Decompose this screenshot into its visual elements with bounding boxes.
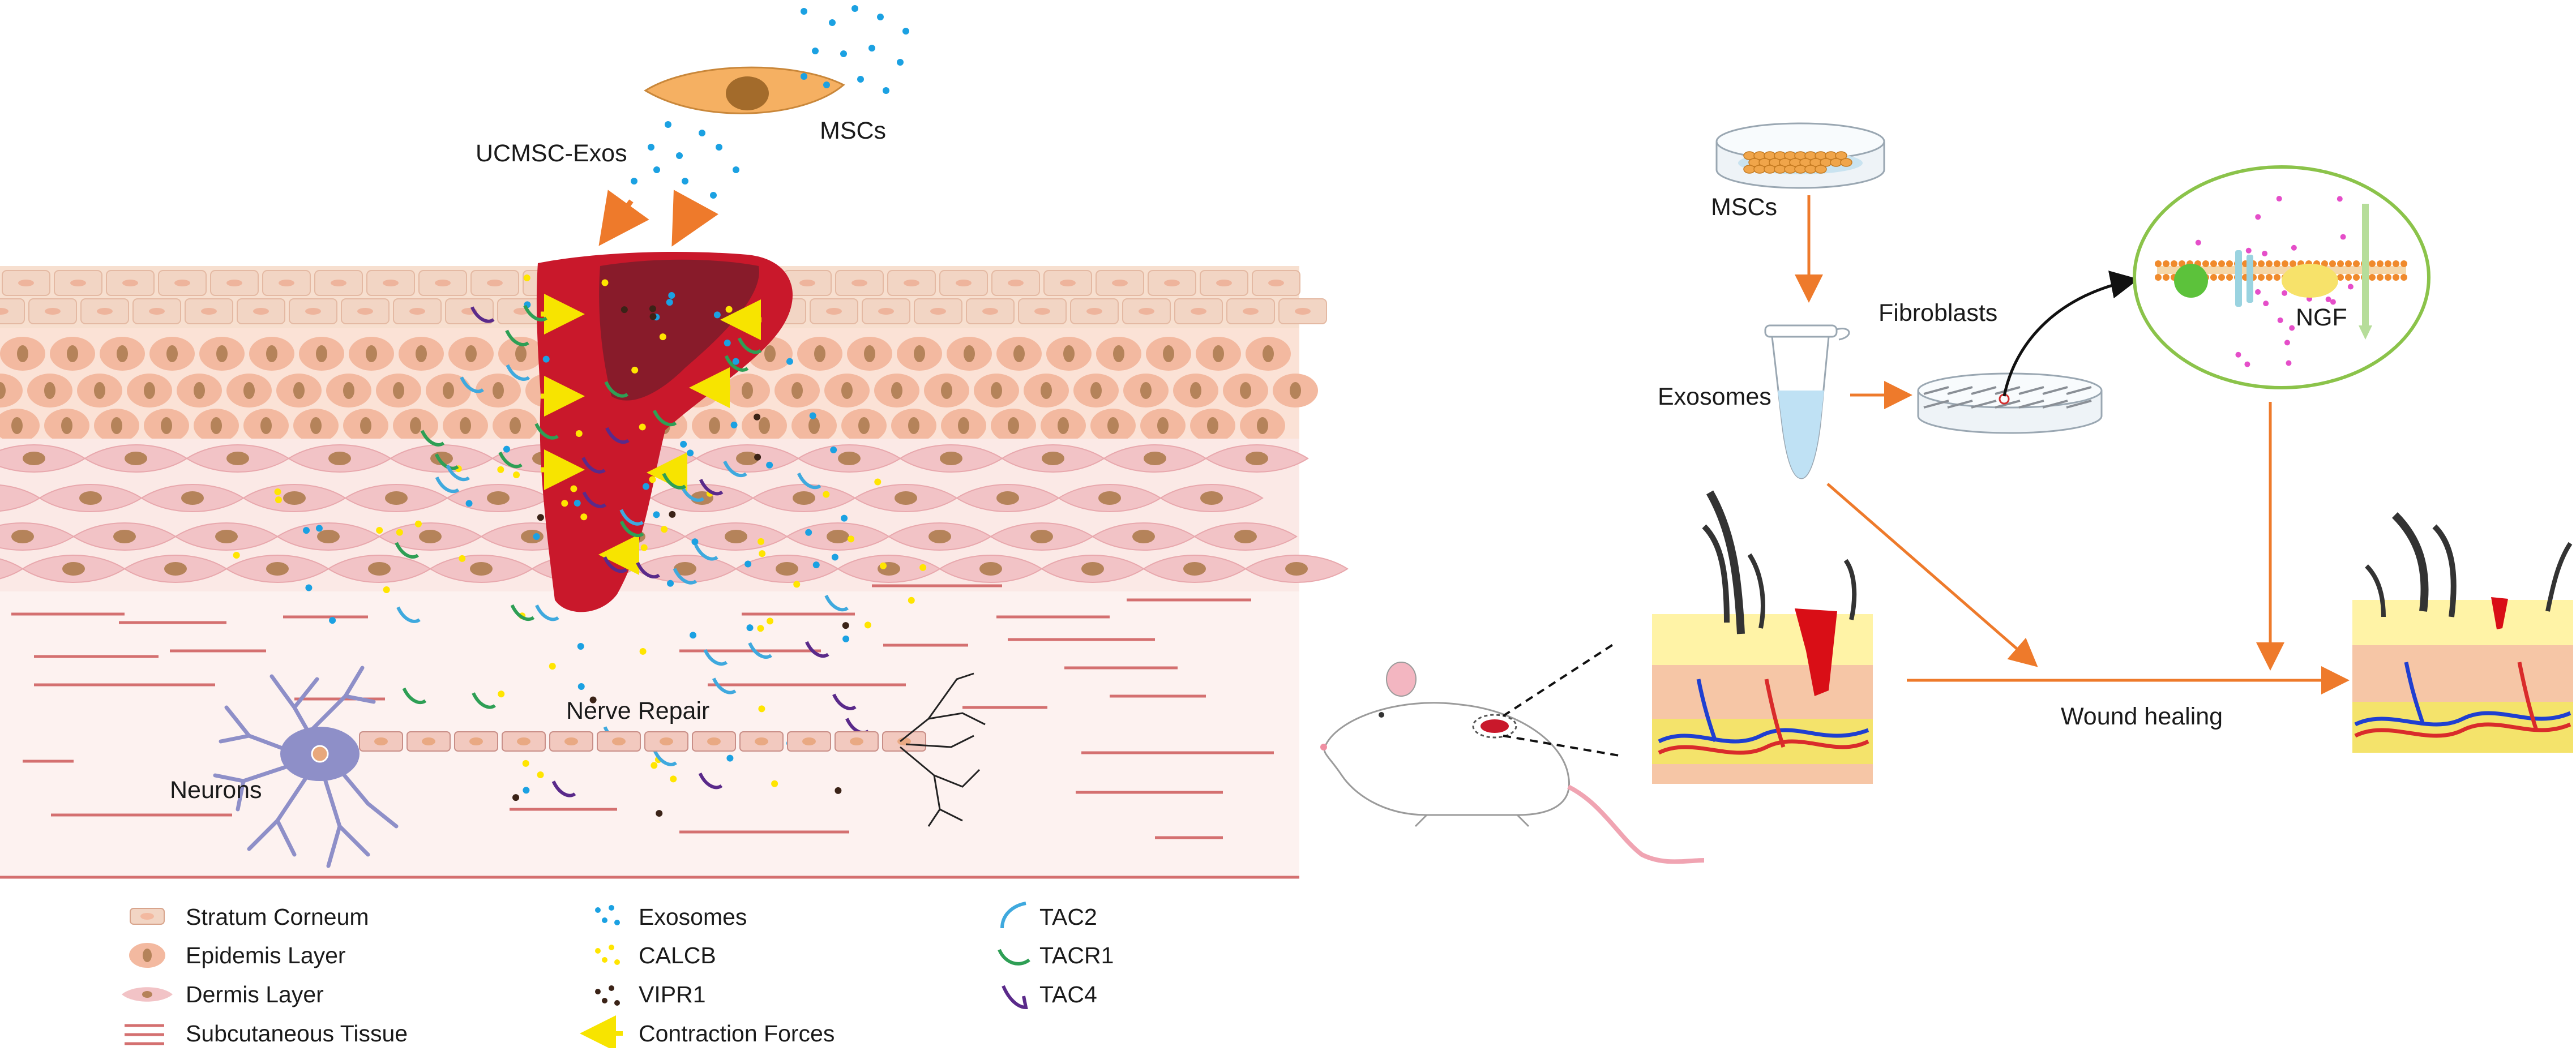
exo-arrow-right bbox=[671, 190, 718, 247]
contraction-arrows bbox=[541, 294, 761, 575]
mouse bbox=[1320, 662, 1705, 864]
skin-schematic: MSCs UCMSC-Exos Nerve Repair Neurons bbox=[0, 5, 1349, 879]
axon bbox=[359, 731, 926, 752]
svg-text:Contraction Forces: Contraction Forces bbox=[639, 1020, 835, 1046]
legend-item-tac2: TAC2 bbox=[1000, 902, 1097, 930]
legend-item-calcb: CALCB bbox=[595, 942, 716, 968]
ngf-label: NGF bbox=[2296, 304, 2347, 331]
exo-arrow-left bbox=[598, 190, 649, 246]
legend-item-stratum: Stratum Corneum bbox=[130, 904, 369, 930]
legend-item-contraction: Contraction Forces bbox=[580, 1015, 835, 1051]
neuron bbox=[213, 666, 986, 868]
fibroblast-dish bbox=[1917, 372, 2103, 434]
wounded-skin-block bbox=[1652, 490, 1873, 784]
workflow-exosomes-label: Exosomes bbox=[1658, 383, 1771, 410]
svg-text:Epidemis Layer: Epidemis Layer bbox=[186, 942, 346, 968]
legend: Stratum Corneum Epidemis Layer Dermis La… bbox=[122, 902, 1114, 1051]
svg-text:Subcutaneous Tissue: Subcutaneous Tissue bbox=[186, 1020, 408, 1046]
msc-petri-dish bbox=[1715, 122, 1885, 189]
released-exosomes bbox=[631, 5, 909, 199]
wound-healing-label: Wound healing bbox=[2061, 703, 2223, 730]
nerve-repair-label: Nerve Repair bbox=[566, 697, 709, 724]
wound-core bbox=[599, 259, 759, 401]
msc-cell bbox=[644, 66, 845, 114]
legend-item-vipr1: VIPR1 bbox=[595, 981, 706, 1007]
subcutaneous-lines bbox=[11, 584, 1274, 839]
workflow-panel: MSCs Exosomes Fibroblasts bbox=[1320, 122, 2573, 864]
svg-text:TAC2: TAC2 bbox=[1039, 904, 1097, 930]
ngf-membrane-panel: NGF bbox=[2133, 165, 2430, 389]
legend-item-subcut: Subcutaneous Tissue bbox=[125, 1020, 408, 1046]
exosome-tube bbox=[1764, 324, 1850, 479]
fibroblasts-label: Fibroblasts bbox=[1878, 299, 1997, 327]
legend-item-dermis: Dermis Layer bbox=[122, 981, 324, 1007]
legend-item-tacr1: TACR1 bbox=[998, 942, 1114, 968]
healed-skin-block bbox=[2352, 512, 2573, 753]
arrow-fibroblast-to-ngf bbox=[2002, 271, 2139, 397]
exos-label: UCMSC-Exos bbox=[476, 140, 627, 167]
svg-text:TAC4: TAC4 bbox=[1039, 981, 1097, 1007]
workflow-msc-label: MSCs bbox=[1711, 194, 1777, 221]
legend-item-epidermis: Epidemis Layer bbox=[129, 942, 346, 968]
svg-text:TACR1: TACR1 bbox=[1039, 942, 1114, 968]
arrow-exo-to-wound bbox=[1826, 483, 2038, 667]
legend-item-exosomes: Exosomes bbox=[595, 904, 747, 930]
neurons-label: Neurons bbox=[170, 777, 262, 804]
legend-item-tac4: TAC4 bbox=[1002, 981, 1097, 1010]
svg-text:Dermis Layer: Dermis Layer bbox=[186, 981, 324, 1007]
svg-text:CALCB: CALCB bbox=[639, 942, 716, 968]
svg-text:Exosomes: Exosomes bbox=[639, 904, 747, 930]
svg-text:Stratum Corneum: Stratum Corneum bbox=[186, 904, 369, 930]
msc-label: MSCs bbox=[820, 117, 886, 144]
svg-text:VIPR1: VIPR1 bbox=[639, 981, 706, 1007]
